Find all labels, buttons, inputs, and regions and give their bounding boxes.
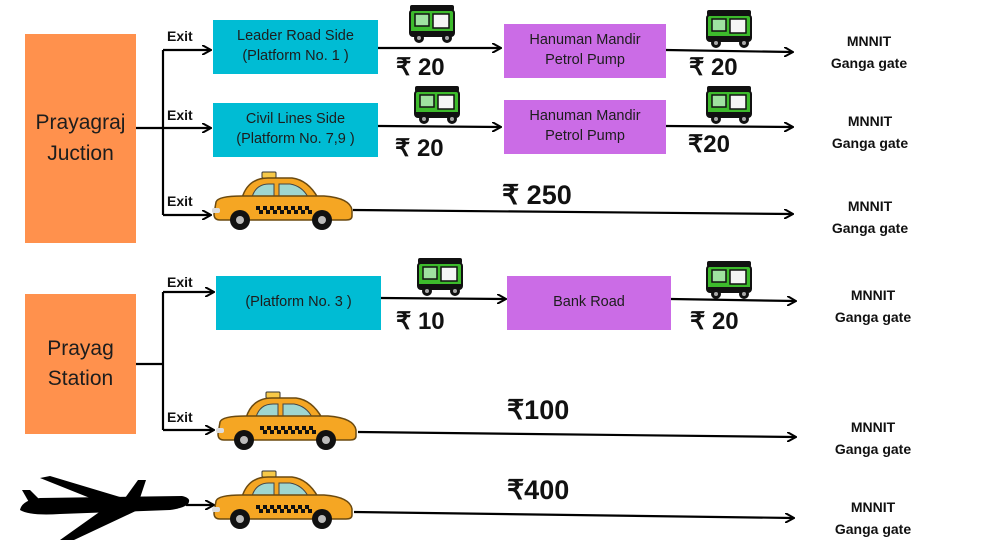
- fare-4b: ₹ 20: [690, 308, 739, 335]
- fare-1a: ₹ 20: [396, 54, 445, 81]
- fare-4a: ₹ 10: [396, 308, 445, 335]
- exit-label-3: Exit: [167, 193, 193, 209]
- destination-6: MNNIT Ganga gate: [818, 497, 928, 540]
- platform-box-1: Leader Road Side (Platform No. 1 ): [213, 20, 378, 74]
- platform-label-2: Civil Lines Side (Platform No. 7,9 ): [236, 111, 355, 147]
- waypoint-box-2: Hanuman Mandir Petrol Pump: [504, 100, 666, 154]
- prayagraj-junction-box: Prayagraj Juction: [25, 34, 136, 243]
- exit-label-1: Exit: [167, 28, 193, 44]
- prayag-station-box: Prayag Station: [25, 294, 136, 434]
- waypoint-box-3: Bank Road: [507, 276, 671, 330]
- fare-5: ₹100: [507, 395, 570, 425]
- destination-label-1: MNNIT Ganga gate: [830, 33, 908, 71]
- prayagraj-junction-label: Prayagraj Juction: [35, 111, 126, 165]
- destination-label-2: MNNIT Ganga gate: [831, 113, 909, 151]
- platform-box-3: (Platform No. 3 ): [216, 276, 381, 330]
- waypoint-label-1: Hanuman Mandir Petrol Pump: [529, 32, 641, 68]
- fare-3: ₹ 250: [502, 180, 572, 210]
- destination-3: MNNIT Ganga gate: [815, 196, 925, 239]
- waypoint-label-2: Hanuman Mandir Petrol Pump: [529, 108, 641, 144]
- destination-5: MNNIT Ganga gate: [818, 417, 928, 460]
- waypoint-box-1: Hanuman Mandir Petrol Pump: [504, 24, 666, 78]
- fare-2b: ₹20: [688, 131, 730, 158]
- exit-label-5: Exit: [167, 409, 193, 425]
- destination-label-5: MNNIT Ganga gate: [834, 419, 912, 457]
- destination-label-6: MNNIT Ganga gate: [834, 499, 912, 537]
- prayag-station-label: Prayag Station: [47, 336, 114, 390]
- destination-2: MNNIT Ganga gate: [815, 111, 925, 154]
- fare-2a: ₹ 20: [395, 135, 444, 162]
- destination-label-4: MNNIT Ganga gate: [834, 287, 912, 325]
- destination-4: MNNIT Ganga gate: [818, 285, 928, 328]
- destination-label-3: MNNIT Ganga gate: [831, 198, 909, 236]
- fare-6: ₹400: [507, 475, 570, 505]
- exit-label-4: Exit: [167, 274, 193, 290]
- exit-label-2: Exit: [167, 107, 193, 123]
- fare-1b: ₹ 20: [689, 54, 738, 81]
- platform-label-3: (Platform No. 3 ): [245, 294, 352, 311]
- waypoint-label-3: Bank Road: [553, 294, 625, 311]
- destination-1: MNNIT Ganga gate: [814, 31, 924, 74]
- platform-label-1: Leader Road Side (Platform No. 1 ): [237, 28, 354, 64]
- platform-box-2: Civil Lines Side (Platform No. 7,9 ): [213, 103, 378, 157]
